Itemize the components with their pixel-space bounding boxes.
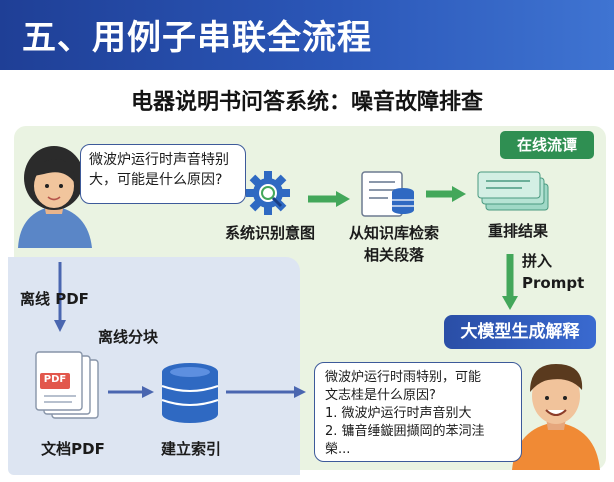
knowledge-base-icon: [361, 171, 414, 217]
satisfied-user-avatar-icon: [512, 364, 600, 470]
document-pdf-label: 文档PDF: [41, 440, 105, 458]
retrieve-step-label: 从知识库检索 相关段落: [336, 222, 452, 266]
diagram-subtitle: 电器说明书问答系统：噪音故障排查: [130, 90, 483, 115]
prompt-step-label: 拼入 Prompt: [522, 250, 584, 294]
page-title: 五、用例子串联全流程: [22, 18, 372, 58]
online-flow-badge: 在线流谭: [500, 131, 594, 159]
retrieve-step-line: 相关段落: [363, 246, 424, 264]
build-index-label: 建立索引: [160, 440, 221, 458]
llm-generate-box: 大模型生成解释: [444, 315, 596, 349]
user-avatar-icon: [18, 146, 92, 248]
answer-item: 2. 镛音缍鏇囲擷岡的苯泀洼: [325, 424, 485, 439]
pdf-icon-text: PDF: [43, 374, 67, 385]
offline-chunking-label: 离线分块: [98, 328, 159, 346]
answer-line: 文志桂是什么原因?: [325, 388, 436, 403]
answer-bubble: 微波炉运行时雨特别，可能 文志桂是什么原因? 1. 微波炉运行时声音别大 2. …: [314, 362, 522, 462]
user-question-bubble: 微波炉运行时声音特别 大，可能是什么原因?: [80, 144, 246, 204]
answer-list: 1. 微波炉运行时声音别大 2. 镛音缍鏇囲擷岡的苯泀洼 榮...: [325, 405, 511, 459]
answer-line: 微波炉运行时雨特别，可能: [325, 370, 482, 385]
answer-item: 榮...: [325, 442, 351, 457]
pdf-document-icon: [35, 351, 99, 419]
retrieve-step-line: 从知识库检索: [348, 224, 439, 242]
header-banner: [0, 0, 614, 70]
rerank-cards-icon: [477, 171, 549, 211]
vector-index-database-icon: [161, 363, 219, 423]
intent-recognition-icon: [246, 171, 290, 215]
answer-item: 1. 微波炉运行时声音别大: [325, 406, 472, 421]
question-line: 微波炉运行时声音特别: [89, 152, 229, 168]
rerank-step-label: 重排结果: [487, 222, 548, 240]
prompt-step-line: 拼入: [522, 252, 553, 270]
prompt-step-line: Prompt: [522, 274, 585, 292]
intent-step-label: 系统识别意图: [224, 224, 315, 242]
online-arrows: [308, 186, 518, 310]
offline-arrows: [54, 262, 306, 398]
offline-pdf-label: 离线 PDF: [20, 290, 89, 308]
question-line: 大，可能是什么原因?: [89, 172, 223, 188]
